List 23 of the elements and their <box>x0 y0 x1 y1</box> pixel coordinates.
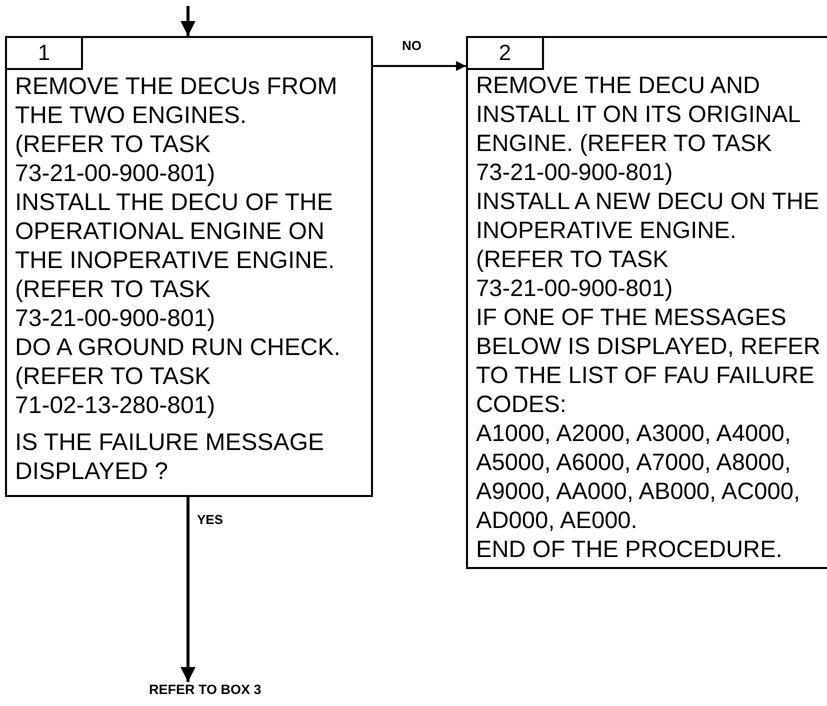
procedure-box <box>466 36 827 569</box>
reference-text: REFER TO BOX 3 <box>149 682 262 697</box>
arrow <box>180 497 196 682</box>
arrow <box>373 61 466 71</box>
instruction-text: IF ONE OF THE MESSAGES BELOW IS DISPLAYED, REFER TO THE LIST OF FAU FAILURE CODES: <box>476 304 822 420</box>
instruction-text: DO A GROUND RUN CHECK. <box>15 333 342 362</box>
instruction-text: REMOVE THE DECUs FROM THE TWO ENGINES. <box>15 72 338 130</box>
edge-label: YES <box>195 512 226 527</box>
procedure-box <box>5 36 373 497</box>
instruction-text: REMOVE THE DECU AND INSTALL IT ON ITS ORIGINAL ENGINE. (REFER TO TASK 73-21-00-900-801) <box>476 72 801 188</box>
instruction-text: INSTALL A NEW DECU ON THE INOPERATIVE ENGINE. <box>476 188 820 246</box>
arrow <box>180 6 196 36</box>
instruction-text: (REFER TO TASK 73-21-00-900-801) <box>15 275 216 333</box>
instruction-text: INSTALL THE DECU OF THE OPERATIONAL ENGINE ON THE INOPERATIVE ENGINE. <box>15 188 336 275</box>
instruction-text: A1000, A2000, A3000, A4000, A5000, A6000, A7000, A8000, A9000, AA000, AB000, AC000, AD000, AE000. <box>476 420 802 536</box>
edge-label: NO <box>400 38 424 53</box>
instruction-text: END OF THE PROCEDURE. <box>476 536 784 565</box>
instruction-text: IS THE FAILURE MESSAGE DISPLAYED ? <box>15 428 325 486</box>
instruction-text: (REFER TO TASK 73-21-00-900-801) <box>15 130 216 188</box>
step-number: 2 <box>466 36 544 70</box>
step-number: 1 <box>5 36 83 70</box>
instruction-text: (REFER TO TASK 71-02-13-280-801) <box>15 362 216 420</box>
instruction-text: (REFER TO TASK 73-21-00-900-801) <box>476 246 674 304</box>
